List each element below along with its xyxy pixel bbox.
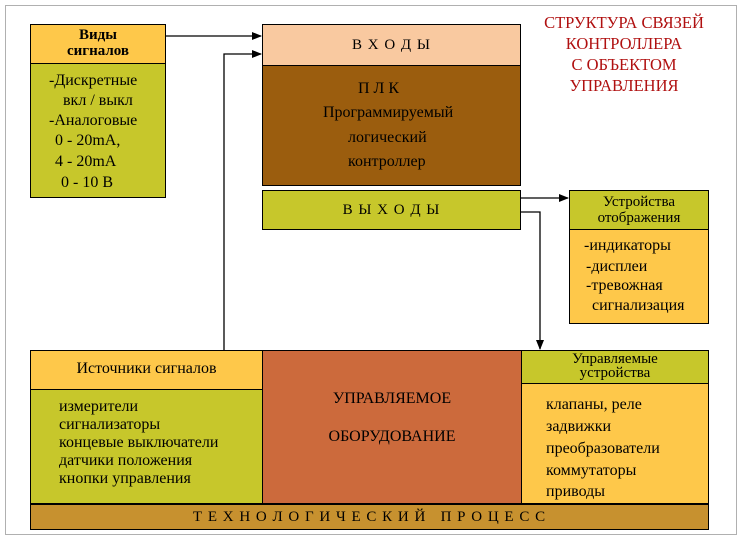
signal-source-item: кнопки управления xyxy=(59,470,191,487)
controlled-device-item: задвижки xyxy=(546,418,612,435)
controlled-devices-header: Управляемые устройства xyxy=(521,350,709,384)
plc-name-line: контроллер xyxy=(348,153,426,170)
display-devices-title-line: отображения xyxy=(597,210,681,226)
controlled-equipment-line: ОБОРУДОВАНИЕ xyxy=(328,428,456,445)
controlled-device-item: коммутаторы xyxy=(546,462,637,479)
signal-source-item: измерители xyxy=(59,398,139,415)
plc-outputs-bar: В Ы Х О Д Ы xyxy=(262,190,521,230)
display-devices-header: Устройства отображения xyxy=(569,190,709,230)
controlled-devices-title-line: Управляемые xyxy=(572,351,658,367)
signal-type-item: -Аналоговые xyxy=(49,112,138,129)
signal-type-item: 4 - 20mA xyxy=(55,153,117,170)
plc-name-line: П Л К xyxy=(358,80,400,97)
display-device-item: -индикаторы xyxy=(584,237,671,254)
controlled-equipment-block: УПРАВЛЯЕМОЕ ОБОРУДОВАНИЕ xyxy=(262,350,522,504)
controlled-device-item: преобразователи xyxy=(546,440,660,457)
controlled-devices-title-line: устройства xyxy=(579,365,651,381)
title-line: СТРУКТУРА СВЯЗЕЙ xyxy=(544,13,704,32)
plc-inputs-bar: В Х О Д Ы xyxy=(262,24,521,66)
signal-type-item: -Дискретные xyxy=(49,72,138,89)
signal-type-item: 0 - 20mA, xyxy=(55,132,121,149)
signal-type-item: 0 - 10 В xyxy=(61,174,113,191)
display-device-item: -дисплеи xyxy=(586,258,648,275)
plc-name-line: логический xyxy=(348,129,427,146)
title-line: С ОБЪЕКТОМ xyxy=(571,55,677,74)
signal-sources-list: измерители сигнализаторы концевые выключ… xyxy=(30,390,263,504)
controlled-device-item: приводы xyxy=(546,483,605,500)
signal-types-list: -Дискретные вкл / выкл -Аналоговые 0 - 2… xyxy=(30,64,166,198)
plc-name-line: Программируемый xyxy=(323,104,454,121)
technological-process-label: Т Е Х Н О Л О Г И Ч Е С К И Й П Р О Ц Е … xyxy=(192,509,547,525)
signal-types-title-line: сигналов xyxy=(66,43,130,59)
technological-process-bar: Т Е Х Н О Л О Г И Ч Е С К И Й П Р О Ц Е … xyxy=(30,504,709,530)
signal-source-item: концевые выключатели xyxy=(59,434,219,451)
display-device-item: -тревожная xyxy=(586,277,663,294)
plc-body: П Л К Программируемый логический контрол… xyxy=(262,66,521,186)
controlled-devices-list: клапаны, реле задвижки преобразователи к… xyxy=(521,384,709,504)
diagram-title: СТРУКТУРА СВЯЗЕЙ КОНТРОЛЛЕРА С ОБЪЕКТОМ … xyxy=(520,12,728,96)
signal-types-title-line: Виды xyxy=(79,27,117,43)
title-line: УПРАВЛЕНИЯ xyxy=(569,76,679,95)
display-devices-title-line: Устройства xyxy=(603,194,675,210)
controlled-device-item: клапаны, реле xyxy=(546,396,642,413)
signal-sources-title: Источники сигналов xyxy=(76,360,217,377)
plc-inputs-label: В Х О Д Ы xyxy=(352,37,431,53)
outer-frame xyxy=(5,5,737,535)
signal-type-item: вкл / выкл xyxy=(63,92,133,109)
title-line: КОНТРОЛЛЕРА xyxy=(565,34,683,53)
plc-outputs-label: В Ы Х О Д Ы xyxy=(342,202,441,218)
signal-source-item: датчики положения xyxy=(59,452,193,469)
signal-source-item: сигнализаторы xyxy=(59,416,161,433)
display-devices-list: -индикаторы -дисплеи -тревожная сигнализ… xyxy=(569,230,709,324)
signal-types-header: Виды сигналов xyxy=(30,24,166,64)
display-device-item: сигнализация xyxy=(592,297,685,314)
signal-sources-header: Источники сигналов xyxy=(30,350,263,390)
controlled-equipment-line: УПРАВЛЯЕМОЕ xyxy=(332,390,452,407)
